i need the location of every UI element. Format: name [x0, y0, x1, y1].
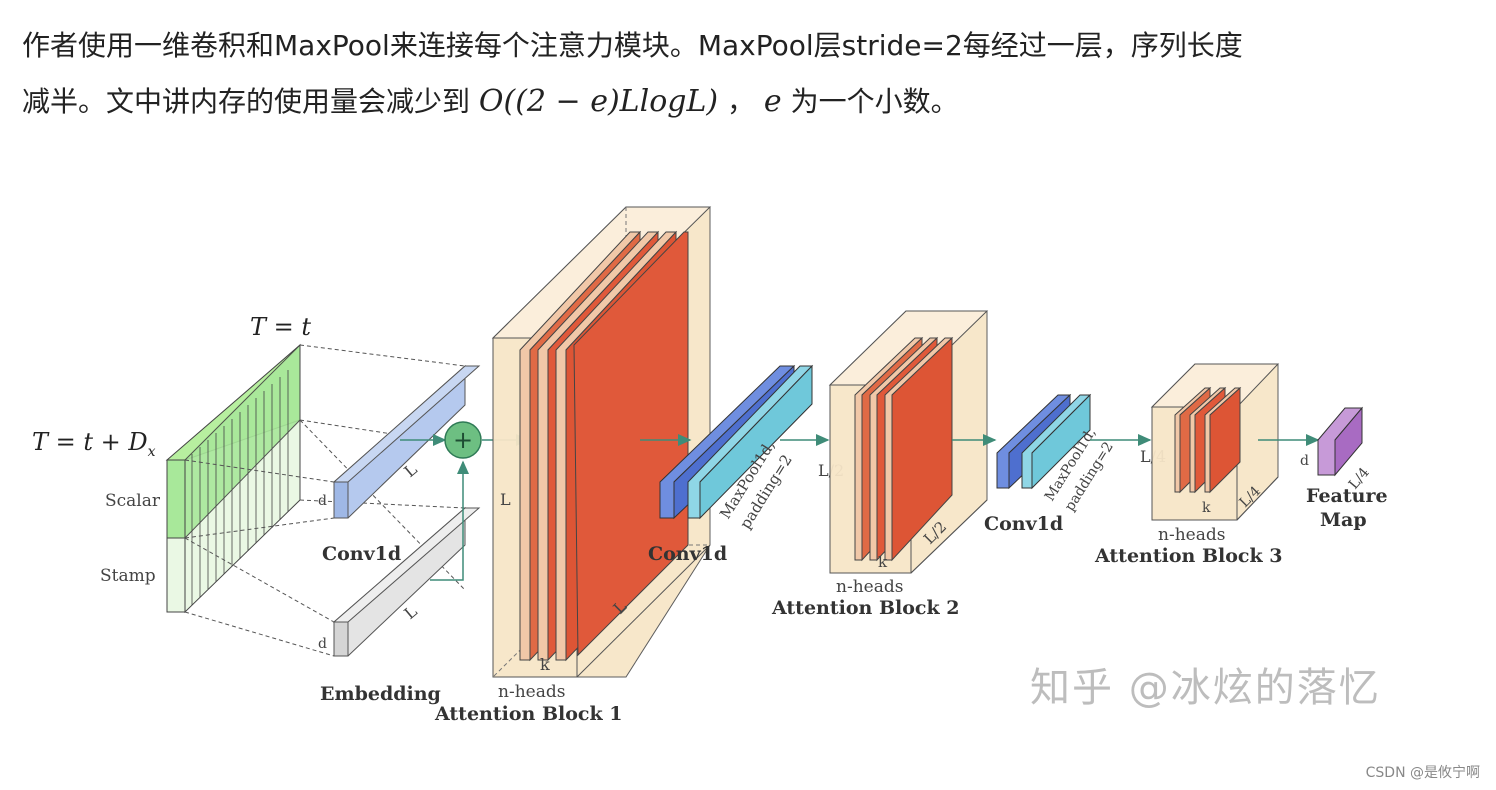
conv1d-label-1: Conv1d — [322, 543, 401, 565]
zhihu-watermark: 知乎 @冰炫的落忆 — [1030, 665, 1381, 711]
t-left-main: T = t + D — [32, 428, 148, 456]
plus-icon: + — [453, 426, 473, 454]
ab3-k-label: k — [1202, 500, 1211, 516]
conv1d-input-bar — [332, 364, 481, 519]
e-symbol: e — [763, 84, 782, 119]
sum-node: + — [400, 421, 530, 581]
emb-d-label: d — [318, 636, 327, 652]
line2-text-c: 为一个小数。 — [790, 85, 959, 118]
stamp-label: Stamp — [100, 566, 156, 586]
t-top-label: T = t — [250, 313, 311, 341]
description-paragraph: 作者使用一维卷积和MaxPool来连接每个注意力模块。MaxPool层strid… — [22, 18, 1462, 130]
input-sequence-block — [165, 343, 301, 614]
ab3-nheads-label: n-heads — [1158, 525, 1225, 545]
conv-maxpool-2 — [996, 393, 1092, 490]
fm-d-label: d — [1300, 453, 1309, 469]
complexity-formula: O((2 − e)LlogL) — [478, 84, 719, 119]
csdn-watermark: CSDN @是攸宁啊 — [1365, 765, 1480, 781]
conv-maxpool-1 — [659, 364, 814, 520]
scalar-label: Scalar — [105, 491, 161, 511]
conv-d-label: d — [318, 493, 327, 509]
conv1d-label-3: Conv1d — [984, 513, 1063, 535]
map-label: Map — [1320, 509, 1367, 531]
attention-block-1 — [491, 206, 712, 678]
feature-map-block — [1317, 406, 1364, 477]
emb-l-label: L — [400, 601, 421, 623]
conv1d-label-2: Conv1d — [648, 543, 727, 565]
t-left-sub: x — [148, 444, 156, 460]
attention-block-2-label: Attention Block 2 — [771, 597, 959, 619]
t-left-label: T = t + Dx — [32, 428, 156, 460]
attention-block-3-label: Attention Block 3 — [1094, 545, 1282, 567]
attention-block-1-label: Attention Block 1 — [434, 703, 622, 725]
ab1-nheads-label: n-heads — [498, 682, 565, 702]
paragraph-line-2: 减半。文中讲内存的使用量会减少到 O((2 − e)LlogL) ， e 为一个… — [22, 74, 1462, 130]
embedding-label: Embedding — [320, 683, 441, 705]
attention-block-2 — [828, 310, 989, 574]
embedding-bar — [332, 506, 481, 657]
ab1-k-label: k — [540, 655, 550, 674]
feature-label: Feature — [1306, 485, 1388, 507]
conv-l-label: L — [400, 459, 421, 481]
attention-block-3 — [1150, 363, 1280, 521]
ab2-k-label: k — [878, 553, 888, 571]
line2-text-a: 减半。文中讲内存的使用量会减少到 — [22, 85, 471, 118]
line2-text-b: ， — [727, 85, 756, 118]
paragraph-line-1: 作者使用一维卷积和MaxPool来连接每个注意力模块。MaxPool层strid… — [22, 29, 1243, 62]
ab2-nheads-label: n-heads — [836, 577, 903, 597]
ab1-l-label: L — [500, 490, 511, 509]
